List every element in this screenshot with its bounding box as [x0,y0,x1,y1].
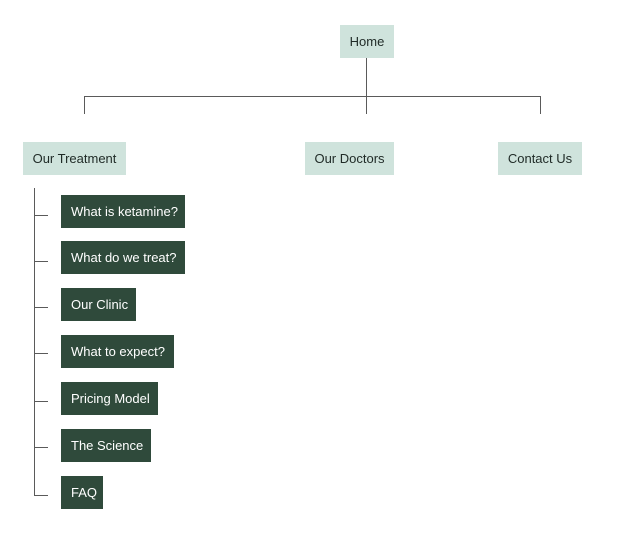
home-label: Home [349,34,385,49]
the-science-label: The Science [71,438,144,453]
our-doctors-label: Our Doctors [314,151,385,166]
what-is-ketamine-label: What is ketamine? [71,204,178,219]
contact-us-node: Contact Us [498,142,582,175]
our-clinic-node: Our Clinic [61,288,136,321]
what-do-we-treat-node: What do we treat? [61,241,185,274]
our-doctors-node: Our Doctors [305,142,394,175]
the-science-node: The Science [61,429,151,462]
what-is-ketamine-node: What is ketamine? [61,195,185,228]
what-to-expect-node: What to expect? [61,335,174,368]
pricing-model-node: Pricing Model [61,382,158,415]
our-treatment-node: Our Treatment [23,142,126,175]
faq-node: FAQ [61,476,103,509]
what-to-expect-label: What to expect? [71,344,165,359]
faq-label: FAQ [71,485,98,500]
what-do-we-treat-label: What do we treat? [71,250,177,265]
pricing-model-label: Pricing Model [71,391,150,406]
contact-us-label: Contact Us [507,151,573,166]
our-clinic-label: Our Clinic [71,297,129,312]
our-treatment-label: Our Treatment [32,151,117,166]
home-node: Home [340,25,394,58]
